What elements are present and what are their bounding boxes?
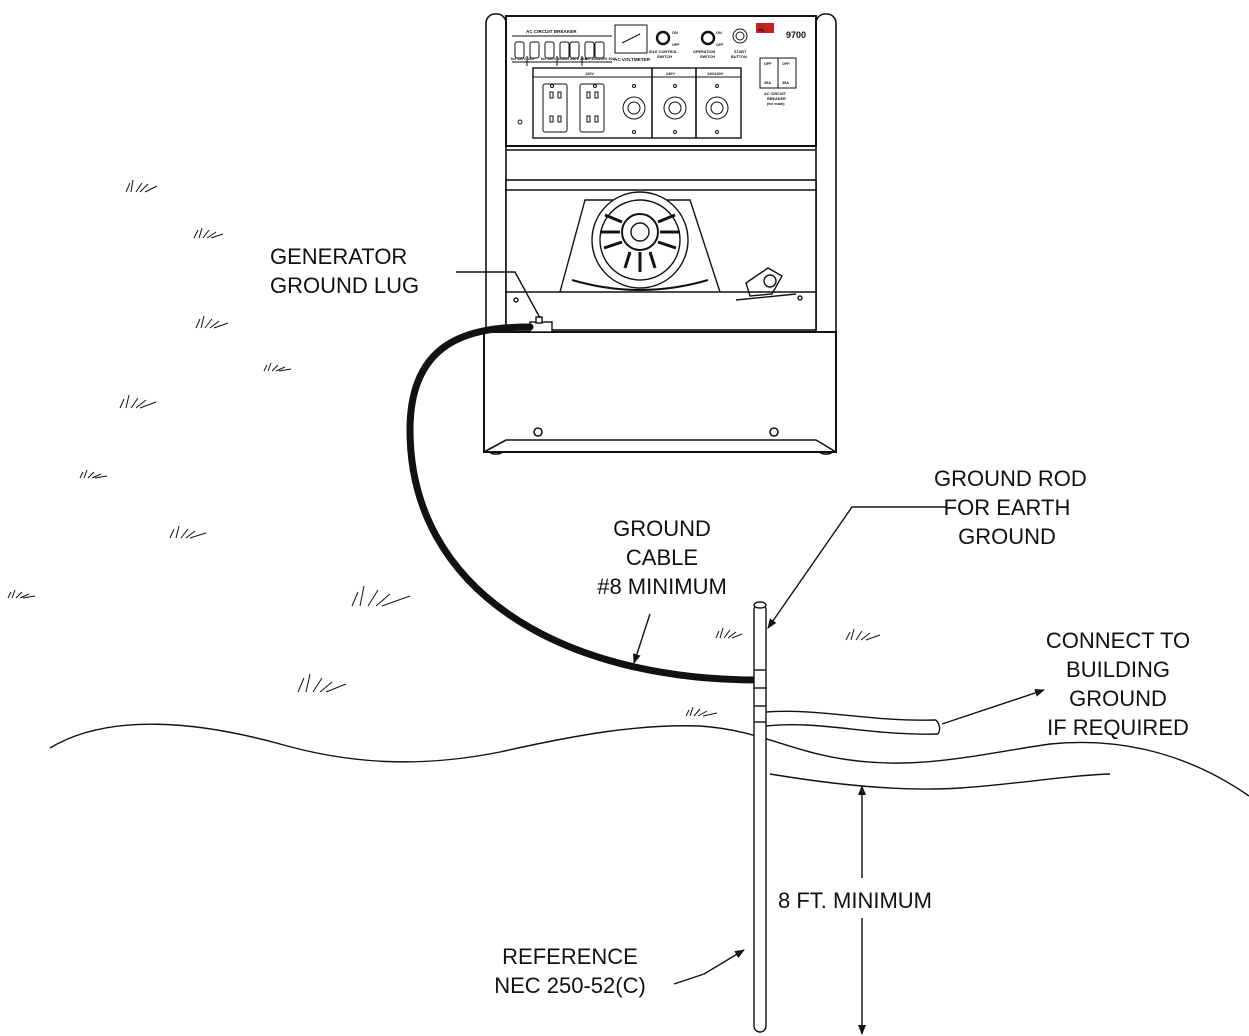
- outlet-icon: [579, 83, 605, 133]
- label-line: #8 MINIMUM: [597, 574, 727, 599]
- reference-leader: [673, 949, 745, 985]
- breaker-label: for 120V 30A: [541, 57, 564, 61]
- operation-switch-icon: [700, 30, 716, 46]
- switch-off-label: OFF: [672, 43, 680, 47]
- ground-rod: [753, 601, 767, 1033]
- brand-logo: [756, 23, 774, 33]
- twistlock-outlet-icon: [705, 96, 729, 120]
- label-line: GROUND: [958, 524, 1056, 549]
- label-line: CONNECT TO: [1045, 628, 1191, 653]
- main-breaker-label: AC CIRCUIT: [764, 92, 787, 96]
- label-line: NEC 250-52(C): [494, 973, 646, 998]
- receptacle-section-label: 240V: [666, 72, 675, 76]
- label-line: GROUND: [613, 516, 711, 541]
- label-line: IF REQUIRED: [1047, 715, 1189, 740]
- breaker-title: AC CIRCUIT BREAKER: [526, 29, 577, 34]
- receptacle-section-label: 120V: [585, 72, 594, 76]
- ground-surface: [49, 723, 1249, 797]
- start-button-label: BUTTON: [731, 55, 747, 59]
- main-breaker-amps: 35A: [782, 81, 789, 85]
- main-breaker-off: OFF: [782, 62, 790, 66]
- breaker-label: for 120/240V 30A: [585, 57, 616, 61]
- switch-off-label: OFF: [716, 43, 724, 47]
- ground-cable: [406, 323, 762, 684]
- grass-tufts: [7, 179, 881, 717]
- label-line: CABLE: [625, 545, 699, 570]
- cable-leader: [632, 613, 651, 664]
- breaker-icon: [514, 41, 605, 59]
- label-line: FOR EARTH: [943, 495, 1071, 520]
- reference-label: REFERENCE NEC 250-52(C): [480, 942, 660, 1000]
- generator-base: [483, 331, 837, 453]
- main-breaker-label: BREAKER: [767, 97, 786, 101]
- idle-switch-icon: [655, 30, 671, 46]
- label-line: 8 FT. MINIMUM: [778, 888, 932, 913]
- receptacle-section-label: 120/240V: [707, 72, 724, 76]
- main-breaker-label: (for main): [767, 102, 785, 106]
- voltmeter-icon: [614, 24, 648, 54]
- alternator: [513, 191, 803, 303]
- building-ground-label: CONNECT TO BUILDING GROUND IF REQUIRED: [1022, 626, 1214, 742]
- control-panel-details: [512, 23, 797, 134]
- breaker-label: for 120V 15A: [511, 57, 534, 61]
- label-line: GROUND LUG: [270, 273, 420, 298]
- label-line: REFERENCE: [502, 944, 638, 969]
- operation-switch-label: OPERATION: [693, 50, 716, 54]
- label-line: BUILDING: [1066, 657, 1170, 682]
- start-button-label: START: [734, 50, 747, 54]
- idle-switch-label: IDLE CONTROL: [649, 50, 678, 54]
- building-ground-wire: [765, 710, 941, 735]
- model-number: 9700: [786, 30, 806, 40]
- building-ground-leader: [941, 689, 1045, 725]
- main-breaker-off: OFF: [764, 62, 772, 66]
- twistlock-outlet-icon: [663, 96, 687, 120]
- label-line: GROUND ROD: [934, 466, 1087, 491]
- operation-switch-label: SWITCH: [700, 55, 715, 59]
- generator-ground-lug-label: GENERATOR GROUND LUG: [270, 242, 419, 300]
- ground-rod-label: GROUND ROD FOR EARTH GROUND: [934, 464, 1087, 551]
- voltmeter-label: AC VOLTMETER: [614, 57, 651, 62]
- label-line: GROUND: [1069, 686, 1167, 711]
- leader-lines: [456, 271, 1045, 1035]
- depth-label: 8 FT. MINIMUM: [778, 886, 932, 915]
- control-panel-text: AC CIRCUIT BREAKER for 120V 15A for 120V…: [511, 28, 806, 106]
- rod-leader: [767, 506, 946, 629]
- brand-label: MQ: [758, 28, 764, 32]
- breaker-label: for 240V 20A: [564, 57, 587, 61]
- start-button-icon: [732, 28, 748, 44]
- main-breaker-amps: 35A: [764, 81, 771, 85]
- switch-on-label: ON: [716, 31, 722, 35]
- lug-leader: [456, 271, 541, 319]
- ground-cable-label: GROUND CABLE #8 MINIMUM: [572, 514, 752, 601]
- label-line: GENERATOR: [270, 244, 408, 269]
- idle-switch-label: SWITCH: [657, 55, 672, 59]
- outlet-icon: [542, 83, 568, 133]
- twistlock-outlet-icon: [622, 96, 646, 120]
- switch-on-label: ON: [672, 31, 678, 35]
